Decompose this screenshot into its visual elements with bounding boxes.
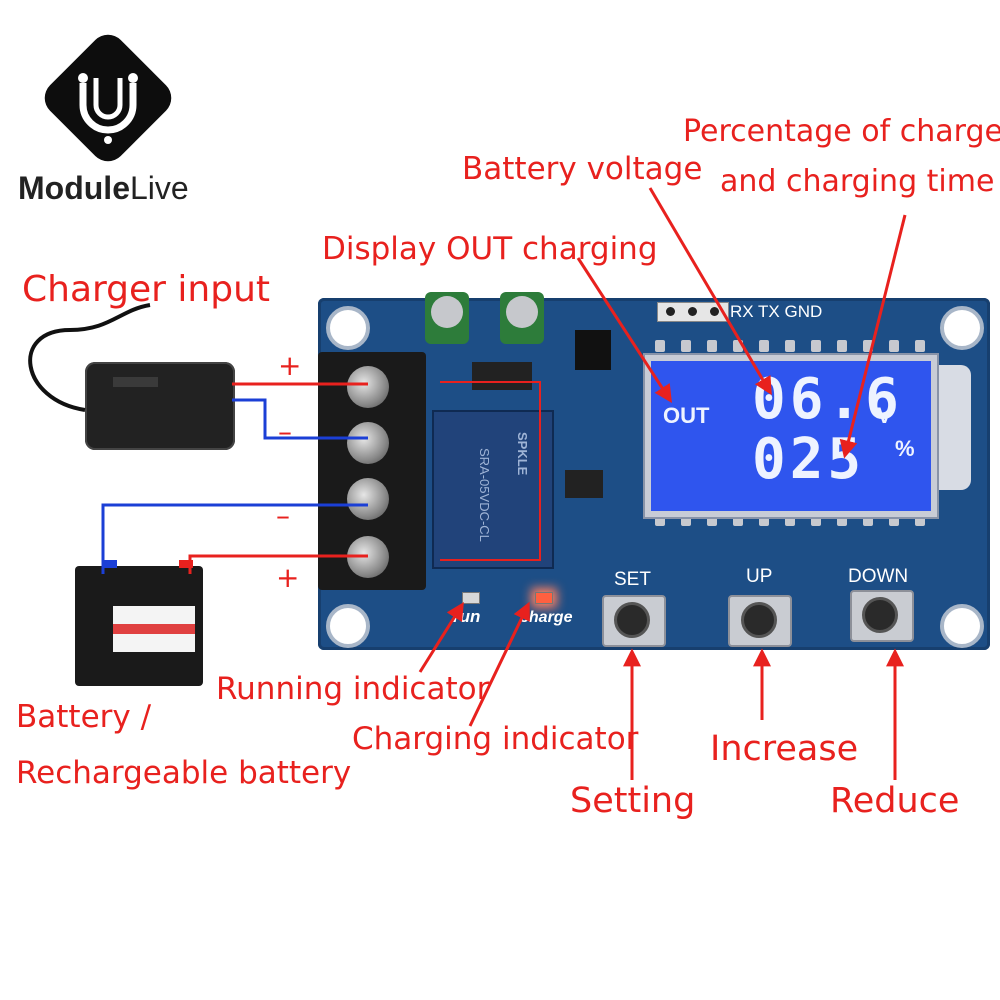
label-reduce: Reduce bbox=[830, 781, 960, 821]
mount-hole bbox=[940, 306, 984, 350]
charge-led bbox=[535, 592, 553, 604]
arrow-display-out bbox=[576, 257, 672, 404]
brand-logo bbox=[38, 28, 178, 168]
header-pin bbox=[710, 307, 719, 316]
lcd-pin bbox=[707, 514, 717, 526]
mount-hole bbox=[940, 604, 984, 648]
lcd-pin bbox=[837, 340, 847, 352]
wire-blue-battery bbox=[101, 503, 368, 574]
lcd-pin bbox=[889, 340, 899, 352]
lcd-out-indicator: OUT bbox=[663, 403, 710, 428]
lcd-pin bbox=[759, 340, 769, 352]
brand-logo-icon bbox=[44, 34, 172, 162]
regulator-chip bbox=[472, 362, 532, 390]
label-battery-line2: Rechargeable battery bbox=[16, 755, 352, 791]
lcd-pin bbox=[785, 340, 795, 352]
label-charging-indicator: Charging indicator bbox=[352, 721, 639, 757]
label-percentage-line1: Percentage of charge bbox=[683, 114, 1000, 149]
header-pins bbox=[657, 302, 729, 322]
lcd-pin bbox=[681, 340, 691, 352]
up-button-label: UP bbox=[746, 566, 773, 587]
label-battery-voltage: Battery voltage bbox=[462, 151, 703, 187]
battery-sticker bbox=[113, 606, 195, 652]
lcd-pin bbox=[785, 514, 795, 526]
battery-sticker-stripe bbox=[113, 624, 195, 634]
arrow-percentage bbox=[839, 214, 907, 459]
polarity-minus-bottom: – bbox=[276, 499, 290, 532]
lcd-pin bbox=[837, 514, 847, 526]
lcd-pin bbox=[733, 340, 743, 352]
arrow-battery-voltage bbox=[648, 187, 772, 396]
terminal-screw bbox=[347, 478, 389, 520]
lcd-pin bbox=[915, 340, 925, 352]
lcd-pin bbox=[811, 340, 821, 352]
header-pin bbox=[666, 307, 675, 316]
label-display-out-charging: Display OUT charging bbox=[322, 231, 658, 267]
arrow-charging-indicator bbox=[468, 601, 530, 727]
ic-chip bbox=[575, 330, 611, 370]
run-led bbox=[462, 592, 480, 604]
lcd-pin bbox=[915, 514, 925, 526]
lcd-pin bbox=[655, 514, 665, 526]
lcd-pin bbox=[863, 514, 873, 526]
lcd-pin bbox=[681, 514, 691, 526]
header-pins-label: RX TX GND bbox=[730, 302, 823, 321]
header-pin bbox=[688, 307, 697, 316]
terminal-screw bbox=[347, 422, 389, 464]
label-increase: Increase bbox=[710, 729, 859, 769]
charger-cable bbox=[28, 303, 151, 412]
down-button-cap[interactable] bbox=[862, 597, 898, 633]
lcd-pin bbox=[707, 340, 717, 352]
label-charger-input: Charger input bbox=[22, 269, 271, 310]
arrow-running-indicator bbox=[418, 601, 464, 673]
relay-red-outline bbox=[440, 381, 541, 561]
terminal-screw bbox=[347, 366, 389, 408]
down-button-label: DOWN bbox=[848, 566, 909, 587]
lcd-pin bbox=[811, 514, 821, 526]
lcd-voltage-readout: 06.6 bbox=[752, 367, 903, 432]
label-percentage-line2: and charging time bbox=[720, 164, 995, 199]
diode-chip bbox=[565, 470, 603, 498]
brand-name: ModuleLive bbox=[18, 170, 189, 206]
charger-device bbox=[85, 362, 235, 450]
lcd-pin bbox=[655, 340, 665, 352]
mount-hole bbox=[326, 604, 370, 648]
lcd-percent-unit: % bbox=[895, 436, 915, 461]
capacitor bbox=[425, 292, 469, 344]
wire-blue-charger bbox=[232, 398, 368, 440]
lcd-pin bbox=[889, 514, 899, 526]
label-battery-line1: Battery / bbox=[16, 699, 152, 735]
lcd-pin bbox=[863, 340, 873, 352]
lcd-pin bbox=[759, 514, 769, 526]
mount-hole bbox=[326, 306, 370, 350]
set-button-label: SET bbox=[614, 569, 651, 590]
set-button-cap[interactable] bbox=[614, 602, 650, 638]
polarity-plus-bottom: + bbox=[276, 561, 300, 594]
label-setting: Setting bbox=[570, 781, 696, 821]
lcd-voltage-unit: V bbox=[877, 403, 892, 428]
lcd-pin bbox=[733, 514, 743, 526]
lcd-display bbox=[645, 355, 937, 517]
charger-vent bbox=[113, 377, 158, 387]
relay: SRA-05VDC-CL SPKLE bbox=[432, 410, 554, 569]
wire-red-battery bbox=[188, 554, 368, 574]
lcd-backlight-tab bbox=[931, 365, 971, 490]
charge-led-label: charge bbox=[520, 609, 573, 626]
battery-terminal-negative bbox=[103, 560, 117, 568]
label-running-indicator: Running indicator bbox=[216, 671, 490, 707]
capacitor bbox=[500, 292, 544, 344]
battery bbox=[75, 560, 203, 686]
polarity-plus-top: + bbox=[278, 349, 302, 382]
battery-terminal-positive bbox=[179, 560, 193, 568]
up-button-cap[interactable] bbox=[741, 602, 777, 638]
